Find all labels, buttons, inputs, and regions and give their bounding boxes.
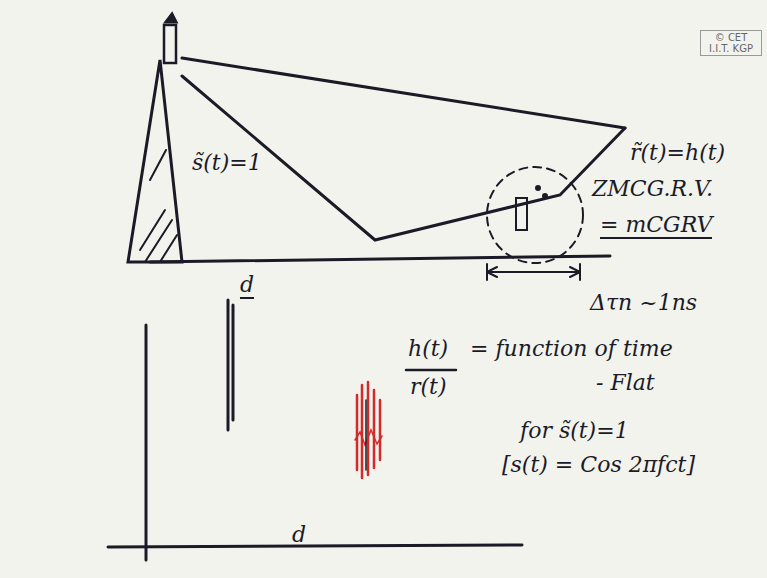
watermark: © CET I.I.T. KGP	[700, 30, 762, 56]
axis-label: d	[292, 522, 306, 547]
impulse-response: h(t)	[408, 336, 448, 361]
signal-label: s̃(t)=1	[192, 150, 262, 175]
scattering-region	[487, 167, 583, 263]
direct-path	[182, 58, 625, 128]
note: = function of time	[470, 336, 673, 361]
tower-hatching	[140, 150, 177, 262]
formula: [s(t) = Cos 2πfct]	[502, 452, 695, 477]
scatterer-dot	[537, 187, 540, 190]
receiver	[516, 198, 527, 230]
note: ZMCG.R.V.	[592, 176, 713, 201]
condition: for s̃(t)=1	[520, 418, 629, 443]
scatterer-dot	[544, 195, 547, 198]
delay-spread: Δτn ~1ns	[590, 290, 697, 315]
received-label: r̃(t)=h(t)	[630, 140, 725, 165]
note: = mCGRV	[600, 212, 712, 239]
impulse-hatch	[365, 400, 367, 470]
antenna-tip	[166, 14, 176, 22]
fraction-bar	[406, 369, 456, 372]
distance-label: d	[240, 272, 254, 299]
tower	[128, 60, 182, 262]
antenna	[164, 25, 176, 63]
x-axis	[108, 545, 522, 547]
direct-impulse	[228, 300, 233, 430]
y-axis	[145, 325, 148, 560]
spread-arrow	[487, 264, 580, 280]
ground-line	[150, 256, 610, 262]
reflected-path	[182, 76, 625, 240]
note: - Flat	[596, 370, 655, 395]
multipath-impulses	[355, 382, 382, 478]
received-signal: r(t)	[410, 374, 447, 399]
